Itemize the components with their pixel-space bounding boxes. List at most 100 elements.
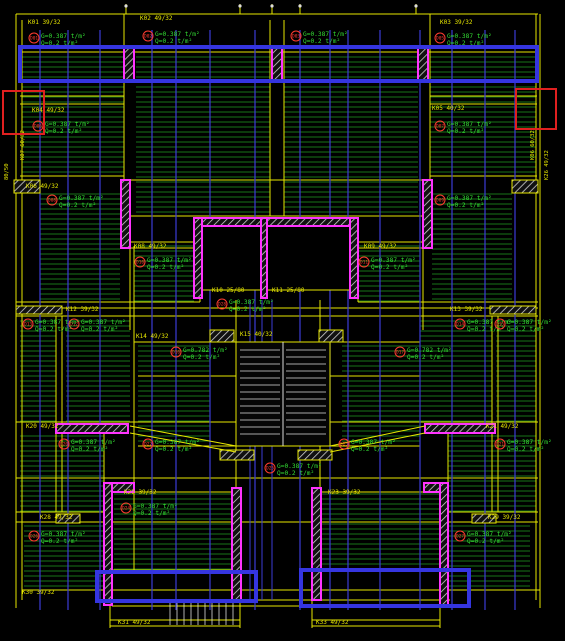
dead-load-label: G=0.387 t/m² [303,31,348,38]
dead-load-label: G=0.387 t/m² [59,195,104,202]
slab-tag: D15 [496,322,504,328]
support-point [238,4,242,8]
live-load-label: Q=0.2 t/m² [507,446,544,453]
support-point [414,4,418,8]
dead-load-label: G=0.387 t/m² [447,121,492,128]
dead-load-label: G=0.387 t/m² [41,531,86,538]
slab-tag-marker [454,318,466,330]
slab-label: K03 39/32 [440,19,473,26]
live-load-label: Q=0.2 t/m² [45,128,82,135]
slab-label: K22 39/32 [124,489,157,496]
slab-tag-marker [454,530,466,542]
live-load-label: Q=0.2 t/m² [183,354,220,361]
slab-tag: D01 [30,36,38,42]
wall-mid-right [422,179,433,249]
column-3 [15,305,63,315]
support-point [124,4,128,8]
slab-tag-marker [358,256,370,268]
slab-label: K12 39/32 [66,306,99,313]
highlight-box-top [18,45,539,83]
column-7 [219,449,255,461]
columns [13,179,539,524]
slab-label: K20 49/32 [26,423,59,430]
live-load-label: Q=0.2 t/m² [277,470,314,477]
slab-tag: D20 [60,442,68,448]
live-load-label: Q=0.2 t/m² [467,326,504,333]
dead-load-label: G=0.782 t/m² [183,347,228,354]
live-load-label: Q=0.2 t/m² [507,326,544,333]
wall-core-left [193,217,203,299]
highlight-box-bottom-right [299,568,471,608]
slab-label: K15 40/32 [240,331,273,338]
slab-label: K10 25/80 [212,287,245,294]
column-9 [55,513,81,524]
slab-tag-marker [58,438,70,450]
dead-load-label: G=0.387 t/m² [447,33,492,40]
slab-tag: D07 [436,124,444,130]
live-load-label: Q=0.2 t/m² [467,538,504,545]
slab-label: K08 49/32 [134,243,167,250]
wall-mid-left [120,179,131,249]
dead-load-label: G=0.387 t/m² [155,439,200,446]
slab-tag: D23 [340,442,348,448]
dead-load-label: G=0.387 t/m² [155,31,200,38]
slab-label: K02 49/32 [140,15,173,22]
wall-top-center [271,47,283,81]
slab-tag-marker [434,120,446,132]
slab-tag-marker [28,530,40,542]
side-label: K07 60/32 [20,130,26,160]
dead-load-label: G=0.387 t/m² [45,121,90,128]
slab-tag: D21 [496,442,504,448]
slab-tag: D26 [30,534,38,540]
slab-label: K04 49/32 [32,107,65,114]
side-label: 80/50 [4,163,10,180]
dead-load-label: G=0.387 t/m² [447,195,492,202]
dead-load-label: G=0.387 t/m² [147,257,192,264]
side-labels: K07 60/32 K06 60/32 80/50 K26 49/32 [4,130,550,180]
slab-tag-marker [120,502,132,514]
slab-tag: D10 [136,260,144,266]
dead-load-label: G=0.387 t/m² [35,319,80,326]
rib-lines [20,51,536,587]
diagonal-beams [129,425,426,453]
slab-label: K14 49/32 [136,333,169,340]
live-load-label: Q=0.2 t/m² [407,354,444,361]
slab-tag: D28 [218,302,226,308]
dead-load-label: G=0.387 t/m² [71,439,116,446]
slab-label: K01 39/32 [28,19,61,26]
highlight-box-bottom-left [95,570,258,603]
live-load-label: Q=0.2 t/m² [303,38,340,45]
marker-box-right [515,88,557,130]
wall-top-right [417,47,429,81]
side-label: K06 60/32 [530,130,536,160]
column-6 [318,329,344,343]
slab-tag: D16 [172,350,180,356]
slab-tag-marker [434,194,446,206]
slab-tag-marker [494,318,506,330]
slab-tag: D14 [456,322,464,328]
slab-label: K23 39/32 [328,489,361,496]
wall-bottom-left-a [103,482,113,606]
wall-top-left [123,47,135,81]
slab-label: K05 40/32 [432,105,465,112]
live-load-label: Q=0.2 t/m² [155,38,192,45]
dead-load-label: G=0.387 t/m² [467,319,512,326]
side-label: K26 49/32 [544,150,550,180]
dead-load-label: G=0.387 t/m² [351,439,396,446]
dead-load-label: G=0.387 t/m² [371,257,416,264]
column-10 [471,513,497,524]
slab-label: K33 49/32 [316,619,349,626]
live-load-label: Q=0.2 t/m² [447,202,484,209]
slab-tag-marker [28,32,40,44]
dead-load-label: G=0.387 t/m² [507,319,552,326]
slab-tag-marker [142,438,154,450]
live-load-label: Q=0.2 t/m² [229,306,266,313]
slab-label: K11 25/80 [272,287,305,294]
wall-lower-left [55,423,129,434]
slab-tag: D22 [144,442,152,448]
slab-tag-marker [290,30,302,42]
slab-tag: D17 [396,350,404,356]
live-load-label: Q=0.2 t/m² [41,40,78,47]
